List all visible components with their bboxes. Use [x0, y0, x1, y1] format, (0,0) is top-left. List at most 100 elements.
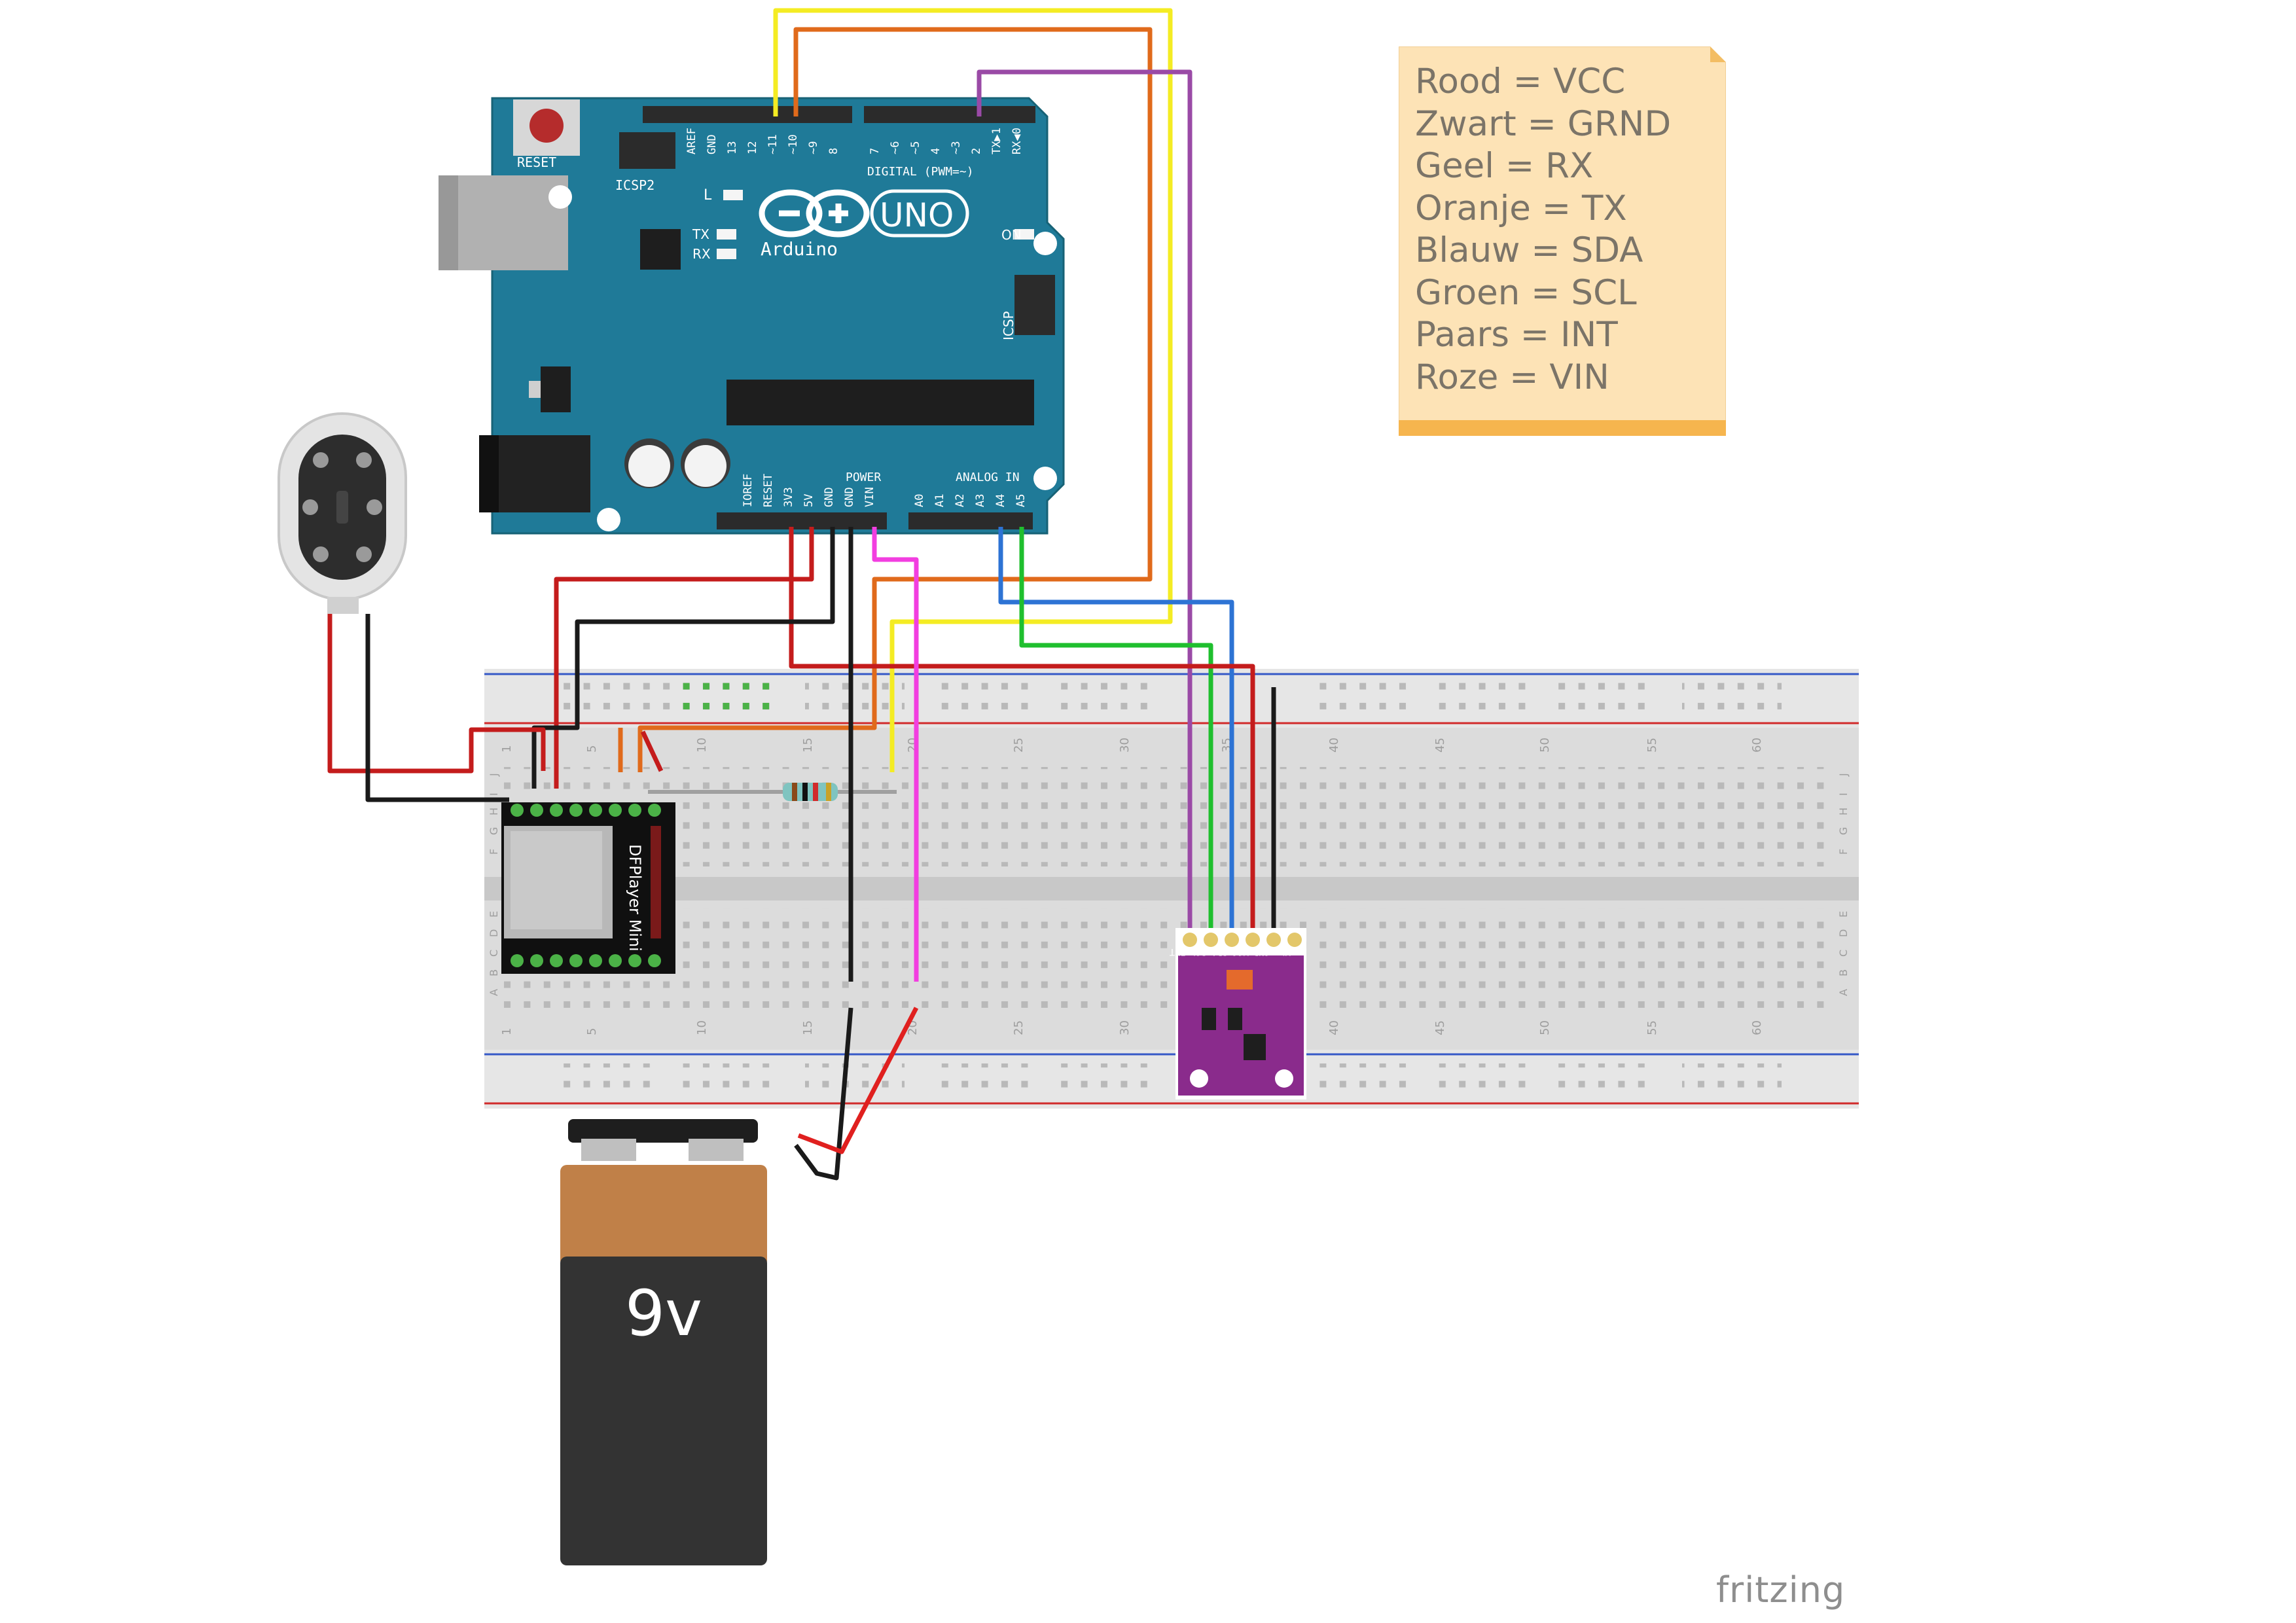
breadboard-row-letter: E [1837, 911, 1850, 918]
breadboard-column-number: 25 [1012, 738, 1026, 753]
icsp-header [1014, 275, 1055, 335]
analog-header[interactable] [908, 512, 1033, 529]
arduino-brand-label: Arduino [761, 238, 838, 260]
legend-line-sda: Blauw = SDA [1415, 230, 1643, 270]
breadboard-column-number: 15 [801, 1020, 815, 1035]
wire-green-scl [1019, 527, 1213, 928]
power-pin-label: VIN [863, 487, 876, 507]
speaker [278, 412, 407, 614]
digital-pin-label: AREF [685, 128, 698, 154]
icsp-label: ICSP [1001, 311, 1016, 340]
digital-pin-label: 2 [970, 148, 983, 154]
digital-pin-label: ~11 [766, 134, 780, 154]
breadboard-column-number: 45 [1433, 1020, 1447, 1035]
uno-badge [870, 189, 969, 238]
wire-purple-int [977, 69, 1193, 928]
usb-chip [640, 229, 681, 270]
breadboard-row-letter: I [488, 793, 500, 796]
legend-lines: Rood = VCC Zwart = GRND Geel = RX Oranje… [1415, 61, 1671, 399]
digital-pin-label: GND [706, 134, 719, 154]
analog-pin-label: A4 [994, 494, 1007, 507]
wire-battery-red [797, 1007, 919, 1154]
note-bottom-strip [1399, 420, 1726, 436]
dfplayer-label: DFPlayer Mini [626, 844, 644, 952]
wire-red-vcc [789, 527, 1255, 928]
digital-pin-label: 13 [726, 141, 739, 154]
breadboard-column-number: 30 [1118, 1020, 1132, 1035]
breadboard-column-number: 25 [1012, 1020, 1026, 1035]
breadboard-row-letter: F [1837, 849, 1850, 855]
analog-label: ANALOG IN [956, 471, 1020, 484]
icsp2-header [619, 132, 675, 169]
digital-header-left[interactable] [643, 106, 852, 123]
power-pin-label: IOREF [742, 474, 755, 507]
digital-pin-label: 7 [869, 148, 882, 154]
breadboard-row-letter: G [1837, 827, 1850, 835]
voltage-regulator [541, 366, 571, 412]
arduino-infinity-logo [759, 189, 870, 238]
breadboard-row-letter: A [488, 989, 500, 996]
power-pin-label: GND [843, 487, 856, 507]
legend-line-scl: Groen = SCL [1415, 272, 1637, 313]
power-label: POWER [846, 471, 881, 484]
wire-speaker-red [327, 614, 546, 774]
fritzing-watermark: fritzing [1716, 1569, 1846, 1611]
breadboard-row-letter: A [1837, 989, 1850, 996]
digital-pin-label: ~10 [787, 134, 800, 154]
breadboard-column-number: 50 [1538, 1020, 1552, 1035]
icsp2-label: ICSP2 [615, 177, 655, 193]
legend-line-grnd: Zwart = GRND [1415, 103, 1672, 144]
digital-header-right[interactable] [864, 106, 1035, 123]
mounting-hole [597, 508, 620, 531]
breadboard-row-letter: I [1837, 793, 1850, 796]
power-header[interactable] [717, 512, 887, 529]
breadboard-row-letter: D [488, 929, 500, 937]
rail-holes [555, 683, 1782, 1095]
rail-holes-connected [681, 683, 780, 714]
sensor-pin-label: SCL [1191, 946, 1207, 957]
mounting-hole [1033, 467, 1057, 490]
capacitor-1 [624, 438, 674, 488]
atmega-chip [726, 380, 1034, 425]
capacitor-2 [681, 438, 730, 488]
uno-label: UNO [880, 196, 954, 234]
digital-pin-label: ~3 [950, 141, 963, 154]
breadboard-column-number: 50 [1538, 738, 1552, 753]
wire-orange-tx [637, 27, 1153, 772]
breadboard-column-number: 15 [801, 738, 815, 753]
breadboard-column-number: 40 [1327, 738, 1341, 753]
breadboard-column-number: 5 [585, 745, 599, 753]
breadboard-row-letter: F [488, 849, 500, 855]
digital-pin-label: 4 [929, 148, 942, 154]
sensor-pin-label: INT [1169, 946, 1186, 957]
digital-pin-label: TX▶1 [990, 128, 1003, 154]
breadboard-column-number: 10 [695, 1020, 709, 1035]
digital-label: DIGITAL (PWM=~) [867, 165, 974, 179]
analog-pin-label: A0 [913, 494, 926, 507]
wire-black-gnd [575, 527, 835, 694]
breadboard-column-number: 1 [500, 1028, 514, 1035]
breadboard-row-letter: E [488, 911, 500, 918]
analog-pin-label: A5 [1014, 494, 1028, 507]
l-led-label: L [704, 187, 712, 204]
breadboard-column-number: 60 [1750, 1020, 1764, 1035]
tx-label: TX [692, 226, 709, 242]
usb-port [439, 175, 568, 270]
wire-speaker-black [365, 614, 509, 802]
breadboard-row-letter: J [488, 773, 500, 777]
battery-label: 9v [625, 1277, 702, 1350]
mounting-hole [548, 185, 572, 209]
breadboard-row-letter: J [1837, 773, 1850, 777]
dfplayer-mini-module: DFPlayer Mini [501, 802, 675, 974]
terminal-holes-top [497, 767, 1833, 866]
digital-pin-label: RX◀0 [1011, 128, 1024, 154]
wire-blue-sda [998, 527, 1234, 928]
breadboard-row-letter: C [1837, 950, 1850, 957]
sensor-pin-label: VCC [1232, 946, 1249, 957]
rx-led [717, 249, 736, 259]
resistor [648, 783, 897, 801]
